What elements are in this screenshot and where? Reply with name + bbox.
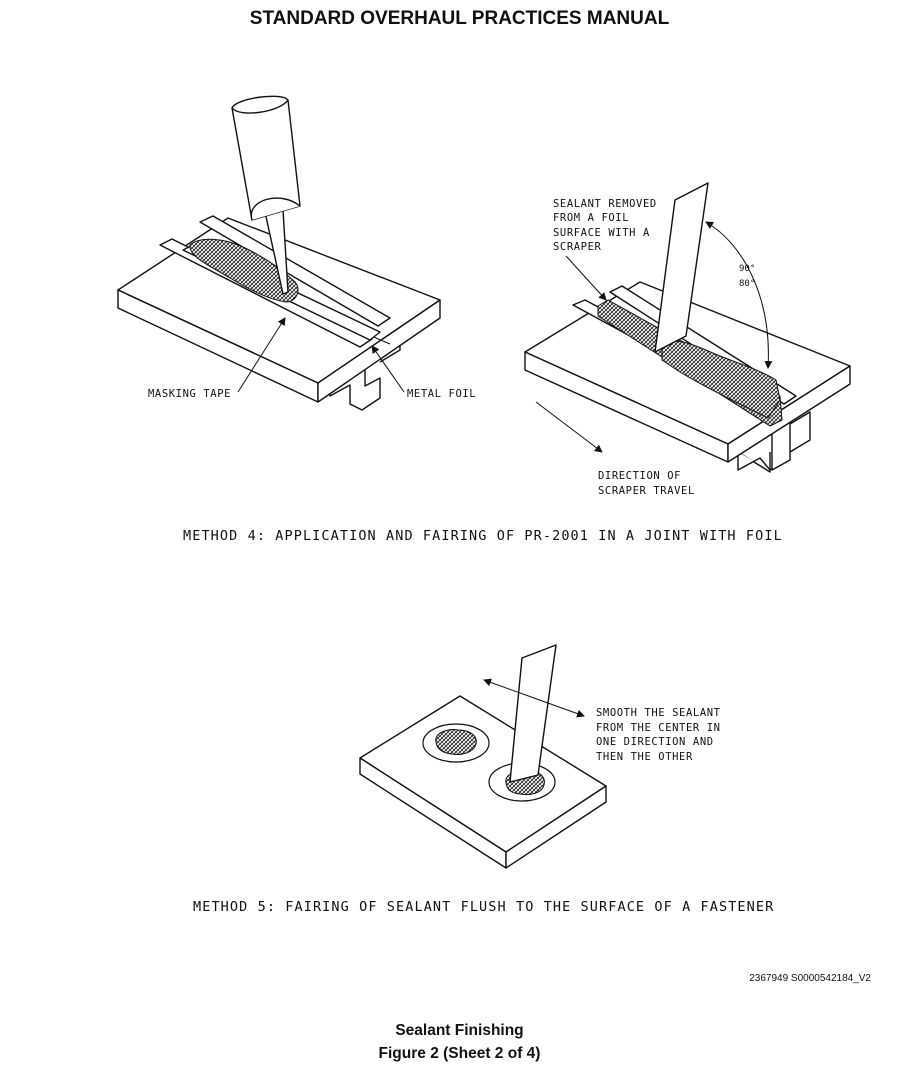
method4-left-leaders (237, 317, 405, 393)
right-scraper (654, 182, 709, 353)
left-masking-tape-back (199, 215, 391, 327)
label-smooth-line-2: FROM THE CENTER IN (596, 722, 721, 734)
method5-leaders (483, 678, 585, 718)
label-sealant-removed-line-2: FROM A FOIL (553, 212, 629, 224)
label-angle-80: 80° (739, 279, 755, 289)
label-smooth-line-1: SMOOTH THE SEALANT (596, 707, 721, 719)
label-masking-tape: MASKING TAPE (148, 388, 231, 400)
label-sealant-removed-line-3: SURFACE WITH A (553, 227, 650, 239)
label-smooth-line-4: THEN THE OTHER (596, 751, 693, 763)
label-direction-line-2: SCRAPER TRAVEL (598, 485, 695, 497)
method5-drawing (359, 644, 607, 869)
label-smooth: SMOOTH THE SEALANT FROM THE CENTER IN ON… (596, 707, 728, 763)
method4-right-drawing (524, 182, 851, 473)
label-direction: DIRECTION OF SCRAPER TRAVEL (598, 470, 695, 497)
right-plate-side (727, 365, 851, 463)
method4-right-leaders (535, 221, 773, 453)
label-metal-foil: METAL FOIL (407, 388, 476, 400)
fastener-1-sealant (435, 729, 477, 755)
label-angle-90: 90° (739, 264, 755, 274)
method5-scraper (509, 644, 557, 783)
left-applicator-barrel (231, 95, 301, 221)
page-header-title: STANDARD OVERHAUL PRACTICES MANUAL (249, 8, 670, 29)
label-sealant-removed: SEALANT REMOVED FROM A FOIL SURFACE WITH… (553, 198, 664, 253)
label-sealant-removed-line-1: SEALANT REMOVED (553, 198, 657, 210)
figure-title: Sealant Finishing (395, 1022, 524, 1039)
figure-sheet: Figure 2 (Sheet 2 of 4) (378, 1045, 541, 1062)
image-id: 2367949 S0000542184_V2 (749, 973, 871, 984)
method5-caption: METHOD 5: FAIRING OF SEALANT FLUSH TO TH… (193, 899, 774, 915)
left-sealant-bead (189, 238, 299, 303)
method4-left-drawing (117, 95, 441, 411)
label-direction-line-1: DIRECTION OF (598, 470, 681, 482)
fastener-plate-top (359, 695, 607, 853)
fastener-plate-side (505, 785, 607, 869)
label-smooth-line-3: ONE DIRECTION AND (596, 736, 714, 748)
label-sealant-removed-line-4: SCRAPER (553, 241, 602, 253)
method4-caption: METHOD 4: APPLICATION AND FAIRING OF PR-… (183, 528, 783, 544)
